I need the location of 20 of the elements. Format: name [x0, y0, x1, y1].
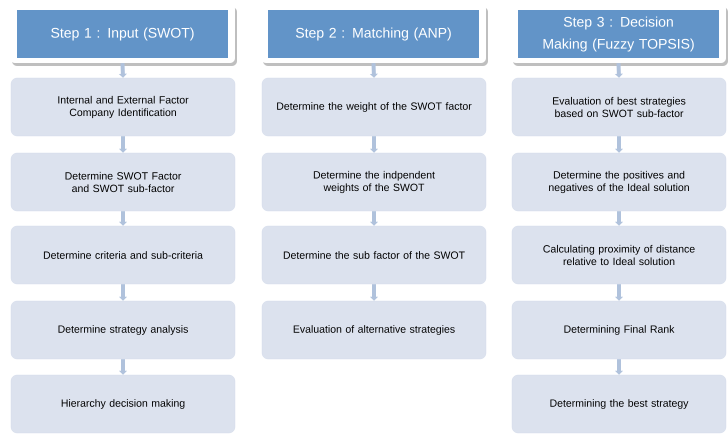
step-box: Determine SWOT Factor and SWOT sub-factor: [10, 152, 236, 212]
step-box: Determine the weight of the SWOT factor: [262, 78, 486, 136]
step-header: Step 2 : Matching (ANP): [261, 4, 488, 66]
step-box: Determine the positives and negatives of the Ideal solution: [512, 152, 726, 212]
step-header: Step 1 : Input (SWOT): [10, 4, 237, 66]
node-label: Step 3 : Decision Making (Fuzzy TOPSIS): [544, 16, 694, 52]
step-box: Determine the sub factor of the SWOT: [262, 226, 486, 284]
step-box: Determine strategy analysis: [10, 300, 236, 360]
step-box: Determine criteria and sub-criteria: [10, 226, 236, 284]
node-label: Step 2 : Matching (ANP): [296, 27, 451, 41]
step-box: Calculating proximity of distance relative to Ideal solution: [512, 226, 726, 284]
step-box: Evaluation of alternative strategies: [262, 300, 486, 360]
step-box: Determining Final Rank: [512, 300, 726, 360]
step-box: Evaluation of best strategies based on SWOT sub-factor: [512, 78, 726, 136]
step-box: Determine the indpendent weights of the SWOT: [262, 152, 486, 212]
step-header: Step 3 : Decision Making (Fuzzy TOPSIS): [511, 4, 728, 66]
step-box: Internal and External Factor Company Identification: [10, 78, 236, 136]
step-box: Hierarchy decision making: [10, 374, 236, 434]
step-box: Determining the best strategy: [512, 374, 726, 434]
node-label: Step 1 : Input (SWOT): [51, 27, 194, 41]
